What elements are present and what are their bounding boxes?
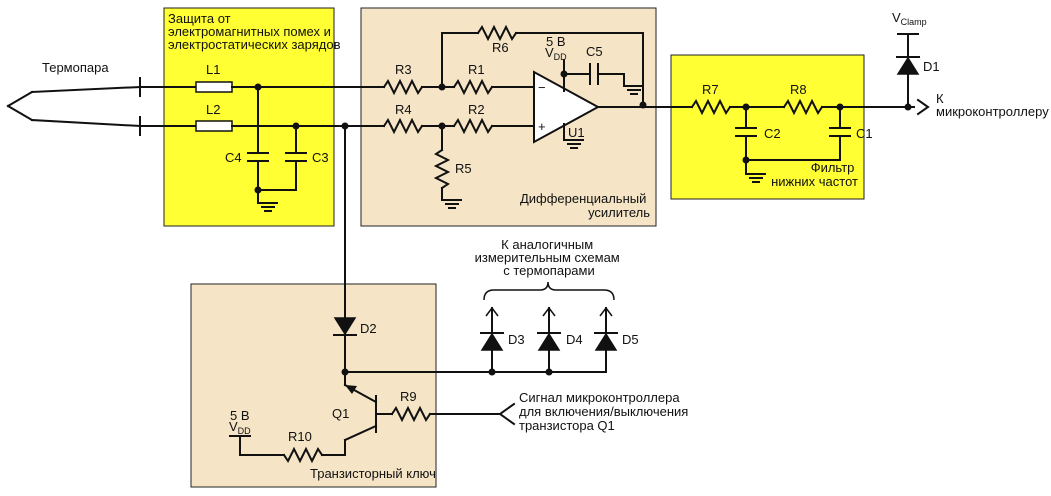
R6-label: R6	[492, 40, 509, 55]
C1-label: C1	[856, 126, 873, 141]
R7-label: R7	[702, 82, 719, 97]
transistor-switch-block	[190, 283, 437, 488]
lpf-label-line1: Фильтр	[811, 160, 855, 175]
opamp-minus-sign: −	[538, 80, 546, 95]
emi-label-line1: Защита от	[168, 11, 231, 26]
diode-D5	[594, 306, 618, 373]
transistor-Q1	[343, 383, 393, 442]
L2-label: L2	[206, 102, 220, 117]
emi-label-line2: электромагнитных помех и	[168, 24, 331, 39]
D4-label: D4	[566, 332, 583, 347]
lpf-label-line2: нижних частот	[771, 174, 858, 189]
other-circuits-label: К аналогичным измерительным схемам с тер…	[475, 237, 624, 278]
resistor-R5	[433, 148, 451, 190]
thermocouple-symbol	[6, 77, 142, 136]
diff-amp-block-label: Дифференциальный усилитель	[520, 191, 650, 220]
resistor-R2	[452, 117, 494, 135]
resistor-R7	[690, 98, 732, 116]
R4-label: R4	[395, 102, 412, 117]
vdd-switch-voltage: 5 В	[230, 408, 250, 423]
resistor-R3	[382, 78, 424, 96]
resistor-R9	[390, 405, 432, 423]
R5-label: R5	[455, 161, 472, 176]
vdd-amp-voltage: 5 В	[546, 34, 566, 49]
other-circuits-line1: К аналогичным	[501, 237, 593, 252]
mcu-signal-line2: для включения/выключения	[519, 404, 688, 419]
R2-label: R2	[468, 102, 485, 117]
mcu-signal-line1: Сигнал микроконтроллера	[519, 390, 680, 405]
diff-amp-label-line2: усилитель	[588, 205, 650, 220]
R3-label: R3	[395, 62, 412, 77]
thermocouple-label: Термопара	[42, 60, 109, 75]
resistor-R8	[782, 98, 824, 116]
resistor-R10	[282, 446, 324, 464]
R1-label: R1	[468, 62, 485, 77]
Q1-label: Q1	[332, 406, 349, 421]
to-mcu-line2: микроконтроллеру	[936, 104, 1049, 119]
resistor-R1	[452, 78, 494, 96]
resistor-R4	[382, 117, 424, 135]
C4-label: C4	[225, 150, 242, 165]
inductor-L1	[195, 81, 233, 93]
D2-label: D2	[360, 321, 377, 336]
C5-label: C5	[586, 44, 603, 59]
diode-D1	[896, 56, 920, 75]
D3-label: D3	[508, 332, 525, 347]
diode-D2	[333, 317, 357, 336]
R9-label: R9	[400, 389, 417, 404]
mcu-signal-label: Сигнал микроконтроллера для включения/вы…	[519, 390, 692, 433]
U1-label: U1	[568, 125, 585, 140]
vdd-amp-symbol: VDD	[545, 45, 567, 62]
other-circuits-brace	[483, 281, 615, 301]
diode-D4	[537, 306, 561, 373]
other-circuits-line2: измерительным схемам	[475, 250, 620, 265]
switch-block-label: Транзисторный ключ	[310, 466, 436, 481]
R10-label: R10	[288, 429, 312, 444]
D5-label: D5	[622, 332, 639, 347]
emi-block-label: Защита от электромагнитных помех и элект…	[168, 11, 341, 52]
C2-label: C2	[764, 126, 781, 141]
resistor-R6	[476, 24, 518, 42]
inductor-L2	[195, 120, 233, 132]
other-circuits-line3: с термопарами	[503, 263, 594, 278]
L1-label: L1	[206, 62, 220, 77]
to-mcu-label: К микроконтроллеру	[936, 91, 1049, 119]
opamp-U1	[533, 70, 601, 144]
R8-label: R8	[790, 82, 807, 97]
diode-D3	[480, 306, 504, 373]
differential-amplifier-block	[360, 7, 657, 227]
emi-protection-block	[163, 7, 335, 227]
mcu-signal-line3: транзистора Q1	[519, 418, 615, 433]
D1-label: D1	[923, 59, 940, 74]
diff-amp-label-line1: Дифференциальный	[520, 191, 646, 206]
output-arrow	[916, 98, 930, 116]
to-mcu-line1: К	[936, 91, 944, 106]
C3-label: C3	[312, 150, 329, 165]
vdd-switch-symbol: VDD	[229, 419, 251, 436]
emi-label-line3: электростатических зарядов	[168, 37, 341, 52]
opamp-plus-sign: +	[538, 119, 546, 134]
lpf-block-label: Фильтр нижних частот	[771, 160, 858, 189]
mcu-signal-arrow	[498, 402, 516, 426]
vclamp-label: VClamp	[892, 10, 927, 27]
